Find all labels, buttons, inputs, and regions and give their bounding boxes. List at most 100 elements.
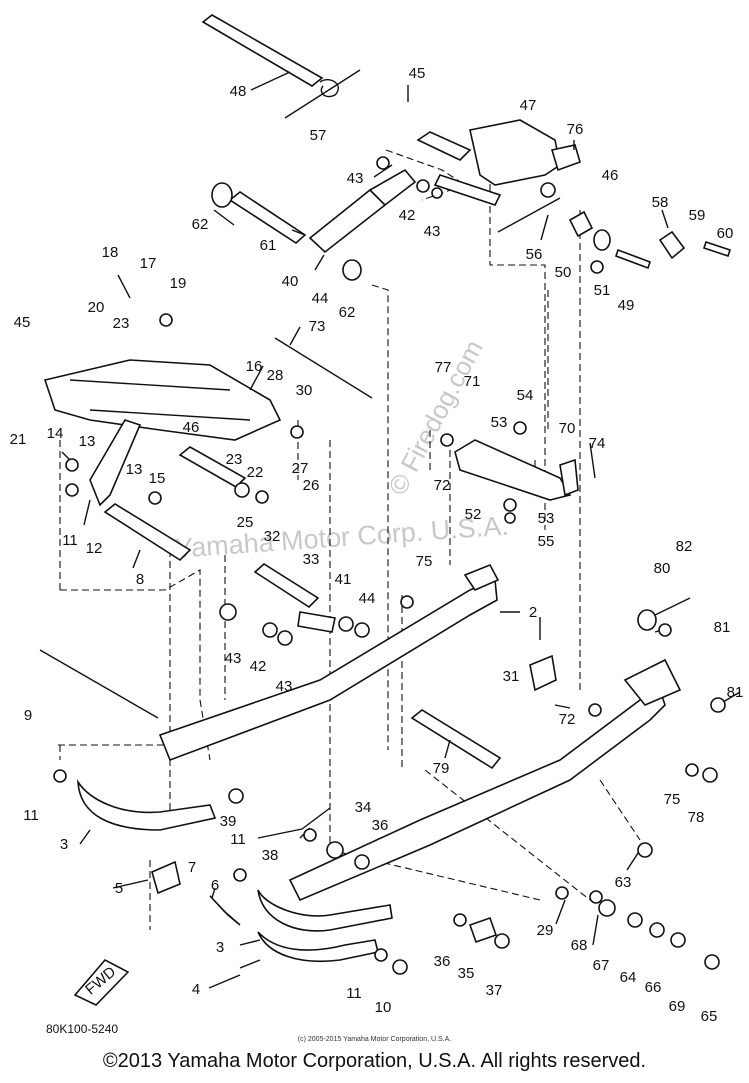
callout-71: 71	[464, 373, 481, 390]
callout-4: 4	[192, 981, 200, 998]
callout-53: 53	[491, 414, 508, 431]
callout-68: 68	[571, 937, 588, 954]
fwd-arrow	[73, 958, 130, 1006]
callout-64: 64	[620, 969, 637, 986]
callout-14: 14	[47, 425, 64, 442]
callout-29: 29	[537, 922, 554, 939]
callout-61: 61	[260, 237, 277, 254]
shaft-48	[201, 14, 324, 87]
block-5	[151, 860, 181, 895]
callout-44: 44	[359, 590, 376, 607]
callout-30: 30	[296, 382, 313, 399]
bolt-9	[39, 649, 159, 719]
shaft-79	[410, 709, 502, 770]
callout-12: 12	[86, 540, 103, 557]
parts: FWD	[39, 14, 732, 1006]
shaft-61	[228, 191, 307, 245]
callout-37: 37	[486, 982, 503, 999]
callout-22: 22	[247, 464, 264, 481]
rail-right	[288, 688, 666, 902]
arm-12	[89, 419, 142, 507]
copyright-footer: ©2013 Yamaha Motor Corporation, U.S.A. A…	[102, 1050, 647, 1072]
callout-54: 54	[517, 387, 534, 404]
callout-15: 15	[149, 470, 166, 487]
callout-74: 74	[589, 435, 606, 452]
callout-60: 60	[717, 225, 734, 242]
callout-7: 7	[188, 859, 196, 876]
callout-73: 73	[309, 318, 326, 335]
callout-43: 43	[276, 678, 293, 695]
callout-53: 53	[538, 510, 555, 527]
runner-3b	[257, 889, 393, 932]
callout-42: 42	[250, 658, 267, 675]
shock-40	[308, 188, 387, 254]
callout-59: 59	[689, 207, 706, 224]
callout-26: 26	[303, 477, 320, 494]
callout-50: 50	[555, 264, 572, 281]
callout-44: 44	[312, 290, 329, 307]
callout-10: 10	[375, 999, 392, 1016]
callout-43: 43	[225, 650, 242, 667]
callout-20: 20	[88, 299, 105, 316]
callout-75: 75	[664, 791, 681, 808]
diagram-code: 80K100-5240	[46, 1022, 119, 1036]
callout-3: 3	[216, 939, 224, 956]
callout-25: 25	[237, 514, 254, 531]
callout-72: 72	[559, 711, 576, 728]
callout-69: 69	[669, 998, 686, 1015]
small-copyright: (c) 2005-2015 Yamaha Motor Corporation, …	[297, 1036, 452, 1043]
callout-48: 48	[230, 83, 247, 100]
callout-58: 58	[652, 194, 669, 211]
callout-36: 36	[372, 817, 389, 834]
callout-51: 51	[594, 282, 611, 299]
callout-34: 34	[355, 799, 372, 816]
callout-79: 79	[433, 760, 450, 777]
rail-2	[158, 578, 498, 762]
arm-52	[454, 439, 572, 501]
callout-81: 81	[727, 684, 744, 701]
callout-41: 41	[335, 571, 352, 588]
callout-11: 11	[62, 532, 78, 549]
callout-9: 9	[24, 707, 32, 724]
callout-35: 35	[458, 965, 475, 982]
callout-3: 3	[60, 836, 68, 853]
callout-16: 16	[246, 358, 263, 375]
callout-67: 67	[593, 957, 610, 974]
callout-40: 40	[282, 273, 299, 290]
callout-65: 65	[701, 1008, 718, 1025]
callout-13: 13	[126, 461, 143, 478]
callout-55: 55	[538, 533, 555, 550]
callout-78: 78	[688, 809, 705, 826]
callout-28: 28	[267, 367, 284, 384]
assembly-lines	[58, 140, 641, 930]
callout-63: 63	[615, 874, 632, 891]
callout-23: 23	[113, 315, 130, 332]
callout-19: 19	[170, 275, 187, 292]
callout-81: 81	[714, 619, 731, 636]
callout-56: 56	[526, 246, 543, 263]
callout-5: 5	[115, 880, 123, 897]
callout-36: 36	[434, 953, 451, 970]
callout-17: 17	[140, 255, 157, 272]
runner-3a	[77, 779, 217, 831]
callout-62: 62	[192, 216, 209, 233]
callout-11: 11	[230, 831, 246, 848]
hardware	[53, 156, 726, 975]
arm-47	[469, 119, 561, 186]
callout-31: 31	[503, 668, 520, 685]
callout-52: 52	[465, 506, 482, 523]
callout-11: 11	[23, 807, 39, 824]
callout-33: 33	[303, 551, 320, 568]
callout-70: 70	[559, 420, 576, 437]
callout-46: 46	[183, 419, 200, 436]
callout-46: 46	[602, 167, 619, 184]
callout-49: 49	[618, 297, 635, 314]
callout-42: 42	[399, 207, 416, 224]
callout-38: 38	[262, 847, 279, 864]
frame-16	[43, 359, 282, 441]
callout-45: 45	[14, 314, 31, 331]
shaft-8	[103, 503, 192, 562]
callout-32: 32	[264, 528, 281, 545]
block-31	[529, 654, 557, 692]
